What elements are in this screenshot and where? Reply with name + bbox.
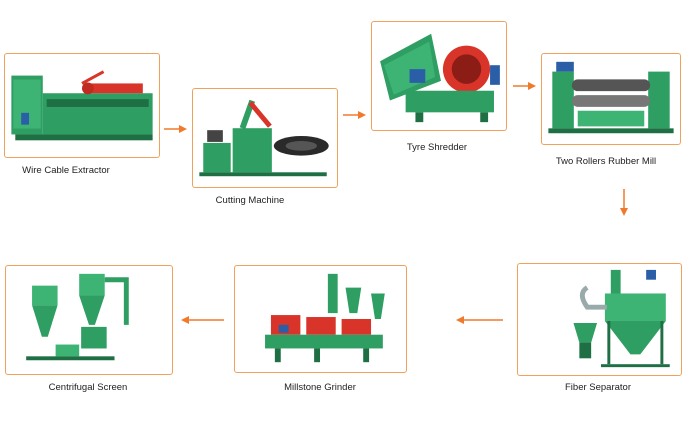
- centrifugal-screen-card: [5, 265, 173, 375]
- fiber-separator-card: [517, 263, 682, 376]
- arrow-right-3: [513, 82, 536, 90]
- centrifugal-screen-image: [26, 273, 129, 361]
- arrow-left-2: [181, 316, 224, 324]
- wire-cable-extractor-card: [4, 53, 160, 158]
- millstone-grinder-card: [234, 265, 407, 373]
- cutting-machine-image: [199, 99, 329, 177]
- step-label-shredder: Tyre Shredder: [406, 142, 468, 153]
- wire-cable-extractor-image: [11, 70, 153, 141]
- step-label-fiber: Fiber Separator: [564, 382, 632, 393]
- step-label-cutting: Cutting Machine: [215, 195, 285, 206]
- millstone-grinder-image: [265, 273, 385, 363]
- arrow-right-1: [164, 125, 187, 133]
- step-label-wire: Wire Cable Extractor: [22, 165, 110, 176]
- rubber-mill-image: [548, 61, 674, 134]
- cutting-machine-card: [192, 88, 338, 188]
- step-label-millstone: Millstone Grinder: [284, 382, 356, 393]
- arrow-right-2: [343, 111, 366, 119]
- step-label-mill: Two Rollers Rubber Mill: [555, 156, 657, 167]
- arrow-down-1: [620, 189, 628, 216]
- tyre-shredder-image: [380, 33, 500, 123]
- fiber-separator-image: [573, 269, 670, 368]
- step-label-centrifugal: Centrifugal Screen: [48, 382, 128, 393]
- rubber-mill-card: [541, 53, 681, 145]
- tyre-shredder-card: [371, 21, 507, 131]
- arrow-left-1: [456, 316, 503, 324]
